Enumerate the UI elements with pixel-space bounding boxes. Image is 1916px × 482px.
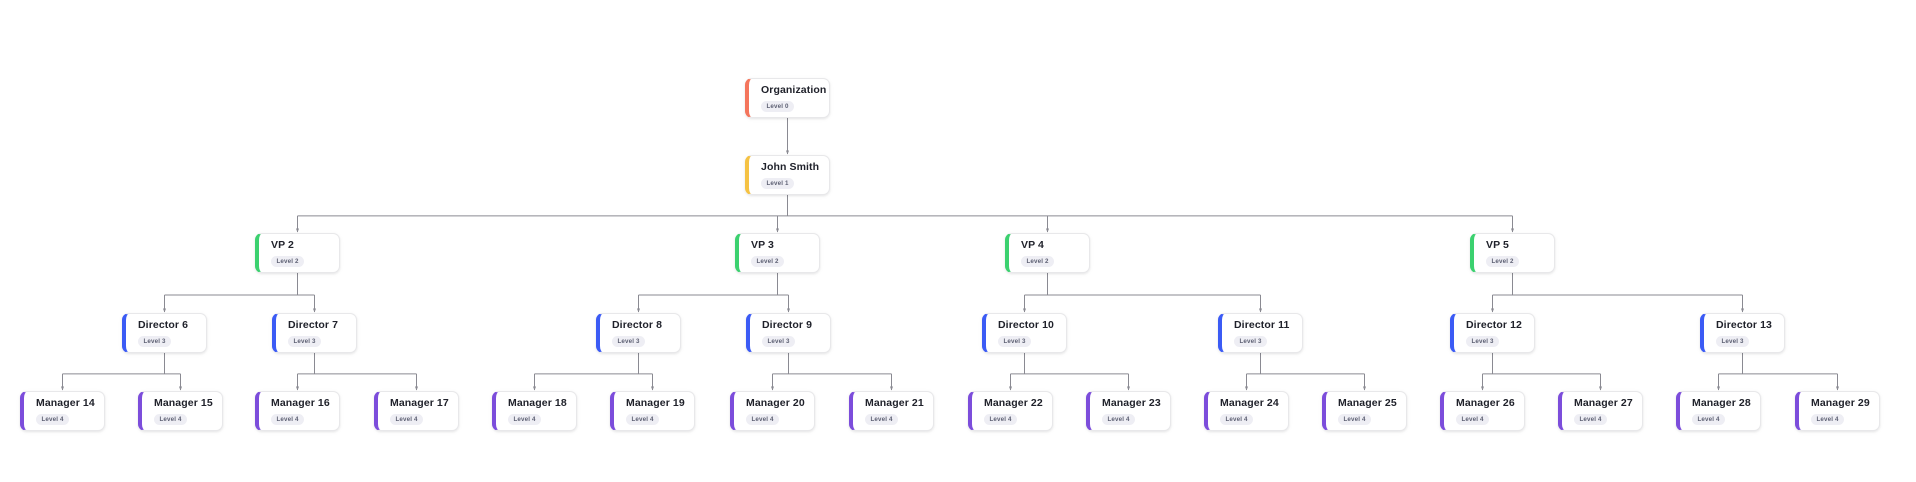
org-node-title: Director 10 (998, 318, 1054, 331)
org-node-level-badge: Level 4 (1574, 414, 1608, 426)
org-node-title: VP 5 (1486, 238, 1509, 251)
org-node-level-badge: Level 0 (761, 101, 795, 113)
org-node[interactable]: Director 6 Level 3 (122, 313, 207, 353)
org-node[interactable]: Manager 20 Level 4 (730, 391, 815, 431)
org-node[interactable]: VP 4 Level 2 (1005, 233, 1090, 273)
org-node-level-badge: Level 4 (1692, 414, 1726, 426)
org-node-level-badge: Level 4 (271, 414, 305, 426)
org-node-title: VP 3 (751, 238, 774, 251)
org-node-title: VP 4 (1021, 238, 1044, 251)
org-node[interactable]: Director 10 Level 3 (982, 313, 1067, 353)
org-node-level-badge: Level 2 (751, 256, 785, 268)
org-node-level-badge: Level 2 (271, 256, 305, 268)
org-node-title: Manager 22 (984, 396, 1043, 409)
org-node[interactable]: Manager 16 Level 4 (255, 391, 340, 431)
org-node-title: Director 11 (1234, 318, 1290, 331)
org-node-title: Manager 24 (1220, 396, 1279, 409)
org-node[interactable]: Director 9 Level 3 (746, 313, 831, 353)
org-node[interactable]: Manager 25 Level 4 (1322, 391, 1407, 431)
org-node-level-badge: Level 4 (1220, 414, 1254, 426)
org-node-level-badge: Level 3 (1716, 336, 1750, 348)
org-node-title: Manager 28 (1692, 396, 1751, 409)
org-node[interactable]: Manager 26 Level 4 (1440, 391, 1525, 431)
org-node-level-badge: Level 4 (865, 414, 899, 426)
org-node-level-badge: Level 4 (1338, 414, 1372, 426)
org-node-level-badge: Level 4 (1811, 414, 1845, 426)
org-node[interactable]: Director 13 Level 3 (1700, 313, 1785, 353)
org-node-level-badge: Level 3 (1466, 336, 1500, 348)
org-node[interactable]: VP 5 Level 2 (1470, 233, 1555, 273)
org-node-level-badge: Level 4 (36, 414, 70, 426)
org-node-level-badge: Level 3 (1234, 336, 1268, 348)
org-node-level-badge: Level 4 (154, 414, 188, 426)
org-node-title: Manager 20 (746, 396, 805, 409)
org-node[interactable]: Manager 15 Level 4 (138, 391, 223, 431)
org-node-title: Manager 18 (508, 396, 567, 409)
org-node[interactable]: Director 12 Level 3 (1450, 313, 1535, 353)
org-node[interactable]: Manager 22 Level 4 (968, 391, 1053, 431)
org-node[interactable]: Manager 18 Level 4 (492, 391, 577, 431)
org-node[interactable]: Manager 19 Level 4 (610, 391, 695, 431)
org-node-title: Manager 14 (36, 396, 95, 409)
org-node-title: Director 13 (1716, 318, 1772, 331)
org-node-title: Manager 19 (626, 396, 685, 409)
org-node-title: John Smith (761, 160, 820, 173)
org-node-title: VP 2 (271, 238, 294, 251)
org-node-level-badge: Level 3 (612, 336, 646, 348)
org-node[interactable]: Manager 24 Level 4 (1204, 391, 1289, 431)
org-node-title: Manager 23 (1102, 396, 1161, 409)
org-node-title: Director 7 (288, 318, 339, 331)
org-node-title: Manager 15 (154, 396, 213, 409)
org-node-title: Manager 25 (1338, 396, 1397, 409)
org-node-level-badge: Level 3 (762, 336, 796, 348)
org-node-title: Manager 16 (271, 396, 330, 409)
org-node[interactable]: Manager 23 Level 4 (1086, 391, 1171, 431)
org-node-level-badge: Level 1 (761, 178, 795, 190)
org-node[interactable]: Manager 17 Level 4 (374, 391, 459, 431)
org-node[interactable]: Manager 14 Level 4 (20, 391, 105, 431)
org-node[interactable]: Manager 27 Level 4 (1558, 391, 1643, 431)
org-node-level-badge: Level 4 (1456, 414, 1490, 426)
org-node-level-badge: Level 3 (138, 336, 172, 348)
org-node-title: Director 8 (612, 318, 663, 331)
org-node-level-badge: Level 2 (1021, 256, 1055, 268)
org-node-title: Manager 21 (865, 396, 924, 409)
org-node-level-badge: Level 4 (390, 414, 424, 426)
org-node-level-badge: Level 4 (984, 414, 1018, 426)
org-node-title: Manager 17 (390, 396, 449, 409)
org-node[interactable]: Director 8 Level 3 (596, 313, 681, 353)
org-node-level-badge: Level 2 (1486, 256, 1520, 268)
org-node-level-badge: Level 4 (626, 414, 660, 426)
org-node[interactable]: VP 3 Level 2 (735, 233, 820, 273)
org-node[interactable]: Director 11 Level 3 (1218, 313, 1303, 353)
org-node[interactable]: Manager 28 Level 4 (1676, 391, 1761, 431)
org-node[interactable]: Director 7 Level 3 (272, 313, 357, 353)
org-node[interactable]: VP 2 Level 2 (255, 233, 340, 273)
org-node-title: Manager 27 (1574, 396, 1633, 409)
org-node-title: Director 12 (1466, 318, 1522, 331)
org-node-level-badge: Level 4 (1102, 414, 1136, 426)
org-node-level-badge: Level 3 (998, 336, 1032, 348)
org-node[interactable]: Manager 29 Level 4 (1795, 391, 1880, 431)
org-node[interactable]: Manager 21 Level 4 (849, 391, 934, 431)
org-node-title: Manager 26 (1456, 396, 1515, 409)
org-node-title: Organization (761, 83, 827, 96)
org-node-level-badge: Level 4 (508, 414, 542, 426)
org-node-title: Director 6 (138, 318, 189, 331)
org-node-title: Manager 29 (1811, 396, 1870, 409)
org-node-level-badge: Level 4 (746, 414, 780, 426)
org-node-level-badge: Level 3 (288, 336, 322, 348)
org-node-title: Director 9 (762, 318, 813, 331)
